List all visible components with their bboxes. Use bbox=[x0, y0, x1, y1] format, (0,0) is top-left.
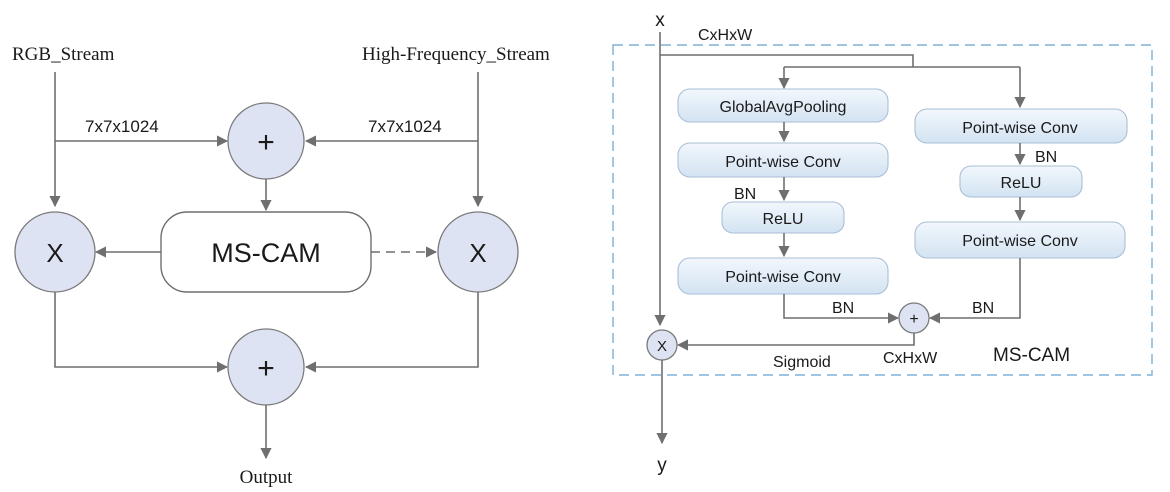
dims-bottom-label: CxHxW bbox=[883, 350, 938, 367]
ms-cam-boundary bbox=[612, 44, 1153, 376]
output-label: Output bbox=[240, 467, 294, 488]
relu-l-label: ReLU bbox=[763, 211, 804, 228]
right-mult-to-add-arrow bbox=[304, 292, 479, 373]
dim-left-label: 7x7x1024 bbox=[85, 117, 159, 136]
add-bottom-symbol: + bbox=[257, 352, 275, 385]
dim-right-label: 7x7x1024 bbox=[368, 117, 442, 136]
pw-conv-l1-label: Point-wise Conv bbox=[725, 154, 841, 171]
pw-conv-r1-block bbox=[914, 108, 1128, 144]
left-diagram: RGB_Stream High-Frequency_Stream 7x7x102… bbox=[12, 44, 550, 488]
input-x-label: x bbox=[655, 10, 665, 31]
branch-split-line bbox=[660, 54, 914, 67]
bn-l1-label: BN bbox=[734, 186, 756, 203]
mult-left-symbol: X bbox=[46, 238, 63, 268]
output-y-label: y bbox=[657, 455, 667, 476]
relu-r-block bbox=[959, 165, 1083, 198]
right-diagram: x CxHxW GlobalAvgPooling Point-wise Conv… bbox=[612, 10, 1153, 476]
mult-small-symbol: X bbox=[657, 338, 667, 355]
ms-cam-boundary-label: MS-CAM bbox=[993, 345, 1070, 366]
pw-conv-l2-label: Point-wise Conv bbox=[725, 269, 841, 286]
global-avg-pooling-label: GlobalAvgPooling bbox=[720, 99, 847, 116]
bn-r2-label: BN bbox=[972, 300, 994, 317]
ms-cam-label: MS-CAM bbox=[211, 238, 321, 268]
conv-l2-to-add-arrow bbox=[783, 294, 900, 324]
pw-conv-l2-block bbox=[677, 257, 889, 295]
dims-top-label: CxHxW bbox=[698, 27, 753, 44]
conv-r2-to-add-arrow bbox=[928, 258, 1021, 324]
sigmoid-label: Sigmoid bbox=[773, 354, 831, 371]
pw-conv-r2-label: Point-wise Conv bbox=[962, 233, 1078, 250]
sigmoid-to-mult-arrow bbox=[676, 333, 915, 351]
bn-l2-label: BN bbox=[832, 300, 854, 317]
relu-l-block bbox=[721, 201, 845, 234]
relu-r-label: ReLU bbox=[1001, 175, 1042, 192]
rgb-stream-label: RGB_Stream bbox=[12, 44, 115, 65]
left-mult-to-add-arrow bbox=[54, 292, 229, 373]
global-avg-pooling-block bbox=[677, 88, 889, 123]
pw-conv-r1-label: Point-wise Conv bbox=[962, 120, 1078, 137]
high-frequency-stream-label: High-Frequency_Stream bbox=[362, 44, 550, 65]
add-top-symbol: + bbox=[257, 126, 275, 159]
pw-conv-l1-block bbox=[677, 142, 889, 178]
add-small-symbol: + bbox=[909, 311, 918, 328]
bn-r1-label: BN bbox=[1035, 149, 1057, 166]
mult-right-symbol: X bbox=[469, 238, 486, 268]
